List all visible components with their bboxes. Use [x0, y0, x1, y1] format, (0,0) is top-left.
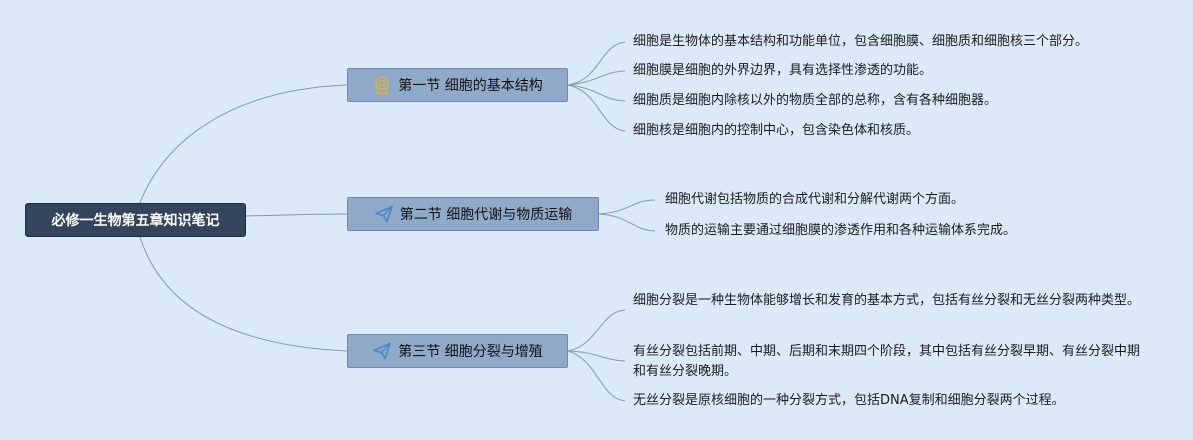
- section-title: 第一节 细胞的基本结构: [398, 78, 543, 94]
- leaf-s2-2[interactable]: 物质的运输主要通过细胞膜的渗透作用和各种运输体系完成。: [665, 223, 1017, 238]
- leaf-s3-1[interactable]: 细胞分裂是一种生物体能够增长和发育的基本方式，包括有丝分裂和无丝分裂两种类型。: [633, 293, 1141, 308]
- connector-s1-leaf-4: [567, 84, 626, 132]
- leaf-s3-2[interactable]: 有丝分裂包括前期、中期、后期和末期四个阶段，其中包括有丝分裂早期、有丝分裂中期和…: [633, 344, 1141, 379]
- section-node-2[interactable]: 第二节 细胞代谢与物质运输: [347, 197, 599, 231]
- connector-root-section-2: [245, 213, 348, 217]
- connector-root-section-1: [139, 84, 348, 204]
- leaf-s1-2[interactable]: 细胞膜是细胞的外界边界，具有选择性渗透的功能。: [633, 63, 933, 78]
- section-title: 第三节 细胞分裂与增殖: [398, 344, 543, 360]
- paper-plane-icon: [374, 205, 393, 223]
- leaf-s2-1[interactable]: 细胞代谢包括物质的合成代谢和分解代谢两个方面。: [665, 192, 965, 207]
- root-title: 必修一生物第五章知识笔记: [51, 213, 220, 229]
- leaf-s3-3[interactable]: 无丝分裂是原核细胞的一种分裂方式，包括DNA复制和细胞分裂两个过程。: [633, 393, 1065, 408]
- paper-plane-icon: [373, 342, 392, 360]
- connector-s1-leaf-1: [567, 41, 626, 86]
- leaf-s1-3[interactable]: 细胞质是细胞内除核以外的物质全部的总称，含有各种细胞器。: [633, 93, 998, 108]
- award-medal-icon: [375, 76, 390, 95]
- connector-root-section-3: [139, 236, 348, 352]
- connector-s2-leaf-2: [598, 213, 656, 232]
- connector-s1-leaf-3: [567, 84, 626, 102]
- leaf-s1-1[interactable]: 细胞是生物体的基本结构和功能单位，包含细胞膜、细胞质和细胞核三个部分。: [633, 34, 1089, 49]
- connector-s3-leaf-3: [567, 350, 626, 402]
- section-node-3[interactable]: 第三节 细胞分裂与增殖: [347, 334, 568, 368]
- section-node-1[interactable]: 第一节 细胞的基本结构: [347, 68, 568, 102]
- connector-s3-leaf-2: [567, 350, 626, 362]
- connector-s2-leaf-1: [598, 199, 656, 215]
- connector-s3-leaf-1: [567, 309, 626, 352]
- section-title: 第二节 细胞代谢与物质运输: [399, 207, 573, 223]
- leaf-s1-4[interactable]: 细胞核是细胞内的控制中心，包含染色体和核质。: [633, 123, 920, 138]
- connector-s1-leaf-2: [567, 70, 626, 86]
- root-node[interactable]: 必修一生物第五章知识笔记: [25, 203, 246, 237]
